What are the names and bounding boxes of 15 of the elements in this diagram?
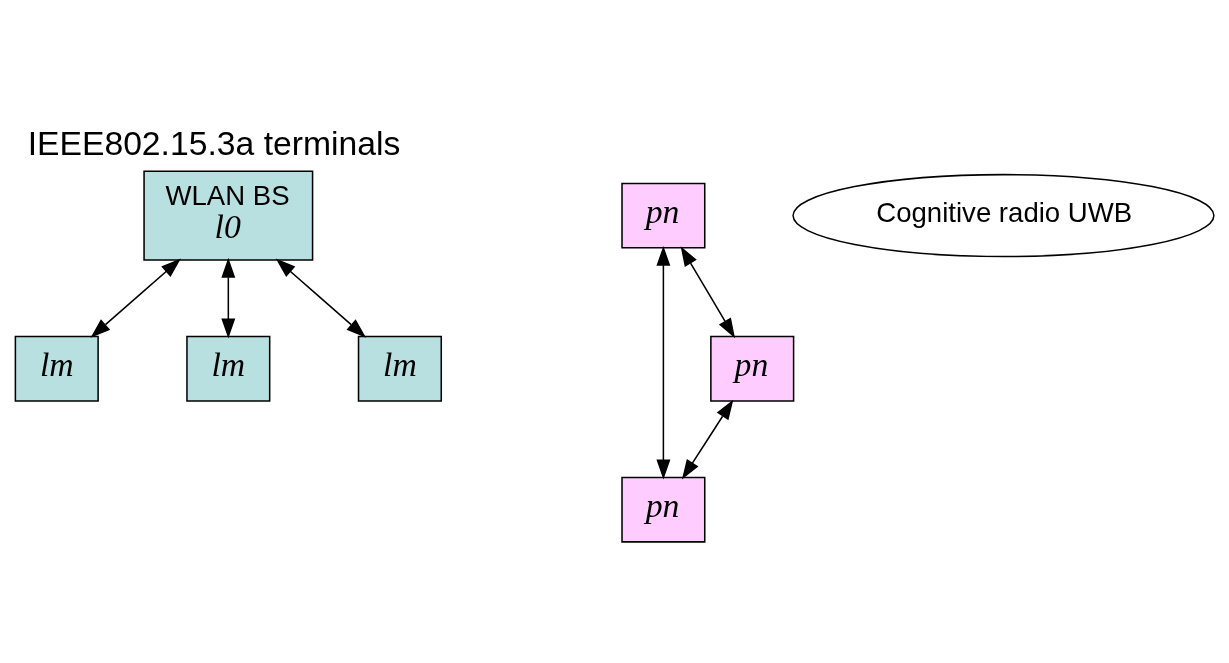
node-box: WLAN BS l0 [143,169,314,261]
diagram-title: IEEE802.15.3a terminals [27,123,401,162]
arrow [681,399,734,479]
node-box: pn [621,476,706,543]
node-box: lm [186,335,271,402]
arrow [680,245,736,338]
arrow [221,257,236,338]
arrow [656,245,671,480]
node-box: lm [357,335,443,402]
node-box: lm [14,335,99,402]
node-ellipse: Cognitive radio UWB [792,173,1215,257]
node-box: pn [621,182,706,248]
node-box: pn [710,335,795,402]
arrow [90,258,181,338]
arrow [275,258,367,338]
